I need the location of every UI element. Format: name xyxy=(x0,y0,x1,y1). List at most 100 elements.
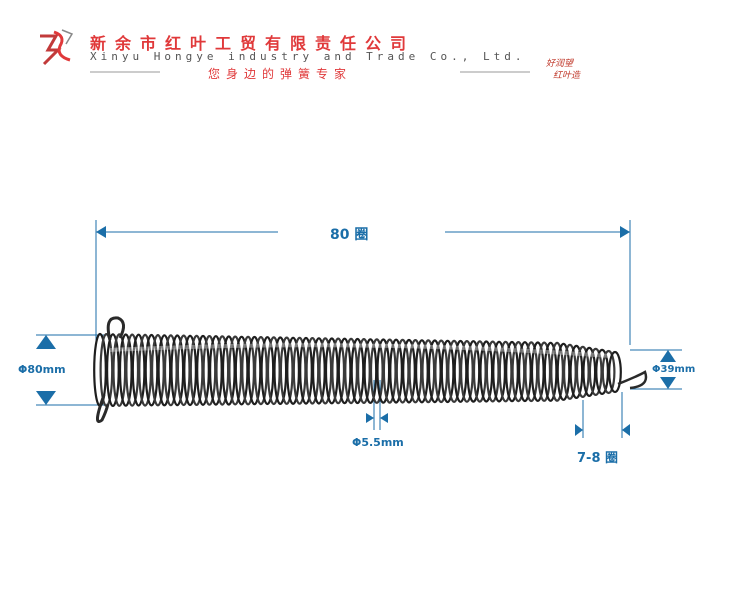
spring-coil xyxy=(196,334,210,406)
spring-coil xyxy=(582,346,597,397)
spring-coil xyxy=(221,335,236,406)
spring-coils xyxy=(93,332,622,408)
end-arrow-left-icon xyxy=(575,424,583,436)
spring-coil xyxy=(395,338,410,404)
spring-coil xyxy=(511,341,526,403)
spring-coil xyxy=(530,341,545,403)
hongye-logo-icon xyxy=(40,29,74,66)
spring-coil xyxy=(408,339,423,404)
signature-line-1: 好润望 xyxy=(546,59,574,69)
spring-hook-left-lower xyxy=(96,394,110,423)
spring-coil xyxy=(279,336,294,405)
spring-coil xyxy=(170,334,185,407)
spring-coil xyxy=(505,340,519,403)
wire-arrow-right-icon xyxy=(380,413,388,423)
spring-coil xyxy=(241,335,256,406)
spring-coil xyxy=(305,336,320,405)
spring-coil xyxy=(324,337,339,405)
end-arrow-right-icon xyxy=(622,424,630,436)
spring-coil xyxy=(369,338,384,404)
spring-coil xyxy=(299,336,313,405)
spring-coil xyxy=(498,340,513,403)
spring-coil xyxy=(595,348,609,395)
spring-coil xyxy=(588,347,603,396)
spring-coil xyxy=(569,344,584,399)
spring-coil xyxy=(357,338,371,405)
spring-coil xyxy=(537,341,552,402)
small-end-diameter-label: Φ39mm xyxy=(652,364,696,375)
spring-coil xyxy=(176,334,191,407)
spring-coil xyxy=(376,338,391,404)
arrow-down-icon xyxy=(36,391,56,405)
spring-coil xyxy=(157,334,172,407)
spring-coil xyxy=(427,339,442,404)
spring-coil xyxy=(286,336,301,405)
arrow-down-small-icon xyxy=(660,377,676,389)
spring-coil xyxy=(492,340,507,403)
spring-coil xyxy=(183,334,198,407)
spring-coil xyxy=(344,337,359,405)
spring-coil xyxy=(112,333,127,407)
spring-coil xyxy=(215,335,230,406)
spring-coil xyxy=(440,339,455,404)
spring-coil xyxy=(466,340,481,403)
spring-coil xyxy=(266,336,281,406)
spring-coil xyxy=(402,338,416,404)
spring-coil xyxy=(550,341,564,402)
spring-coil xyxy=(575,345,590,398)
spring-coil xyxy=(608,350,622,394)
spring-coil xyxy=(460,340,474,403)
spring-coil xyxy=(163,334,178,407)
spring-coil xyxy=(331,337,346,405)
spring-coil xyxy=(253,336,268,406)
spring-coil xyxy=(447,339,462,403)
outer-diameter-label: Φ80mm xyxy=(18,363,66,376)
spring-coil xyxy=(556,342,571,401)
spring-coil xyxy=(318,337,333,405)
spring-coil xyxy=(247,335,262,406)
arrow-up-small-icon xyxy=(660,350,676,362)
spring-coil xyxy=(118,333,133,407)
spring-coil xyxy=(105,333,120,408)
spring-coil xyxy=(421,339,436,404)
signature-line-2: 红叶造 xyxy=(553,71,581,81)
spring-coil xyxy=(228,335,243,406)
spring-coil xyxy=(601,349,616,395)
spring-coil xyxy=(150,334,165,407)
spring-coil xyxy=(382,338,397,404)
spring-coil xyxy=(337,337,352,405)
spring-coil xyxy=(208,335,223,406)
spring-coil xyxy=(434,339,449,404)
wire-arrow-left-icon xyxy=(366,413,374,423)
end-coils-label: 7-8 圈 xyxy=(577,451,619,466)
spring-coil xyxy=(189,334,204,406)
spring-coil xyxy=(415,339,429,404)
spring-coil xyxy=(125,333,140,407)
spring-coil xyxy=(202,335,217,406)
spring-coil xyxy=(138,333,153,407)
spring-coil xyxy=(260,336,275,406)
spring-coil xyxy=(485,340,500,403)
spring-coil xyxy=(453,339,468,403)
spring-coil xyxy=(131,333,146,407)
company-name-english: Xinyu Hongye industry and Trade Co., Ltd… xyxy=(90,50,526,63)
spring-hook-right xyxy=(617,370,648,390)
arrow-left-icon xyxy=(96,226,106,238)
spring-highlight xyxy=(109,343,611,358)
wire-diameter-label: Φ5.5mm xyxy=(352,436,404,449)
spring-coil xyxy=(563,343,577,400)
spring-coil xyxy=(363,338,378,405)
company-name-chinese: 新余市红叶工贸有限责任公司 xyxy=(90,34,416,53)
spring-hook-left xyxy=(106,316,125,341)
spring-coil xyxy=(389,338,404,404)
spring-coil xyxy=(479,340,494,403)
spring-coil xyxy=(273,336,288,406)
spring-coil xyxy=(543,341,558,402)
spring-coil xyxy=(524,341,539,403)
arrow-right-icon xyxy=(620,226,630,238)
spring-coil xyxy=(518,341,532,403)
spring-coil xyxy=(472,340,487,403)
total-coils-label: 80 圈 xyxy=(330,227,369,243)
spring-coil xyxy=(292,336,307,405)
